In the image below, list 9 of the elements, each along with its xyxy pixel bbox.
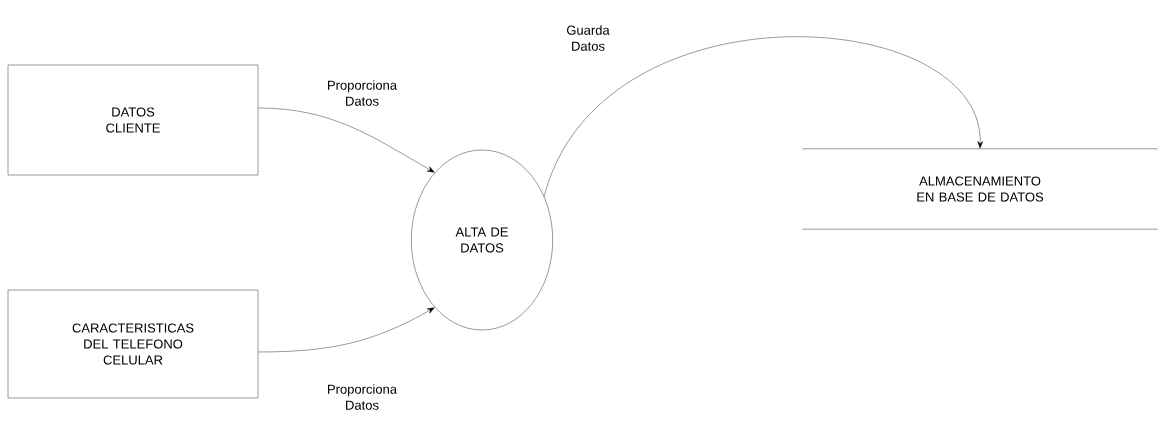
process-box: DATOS CLIENTE (7, 64, 259, 176)
data-store: ALMACENAMIENTO EN BASE DE DATOS (802, 148, 1158, 230)
edge-label: Proporciona Datos (328, 80, 398, 106)
arrow (258, 307, 435, 353)
process-box: CARACTERISTICAS DEL TELEFONO CELULAR (7, 289, 259, 399)
edge-label: Guarda Datos (567, 25, 610, 51)
edge-label: Proporciona Datos (328, 384, 398, 410)
arrow (258, 107, 435, 173)
arrow (543, 36, 983, 197)
